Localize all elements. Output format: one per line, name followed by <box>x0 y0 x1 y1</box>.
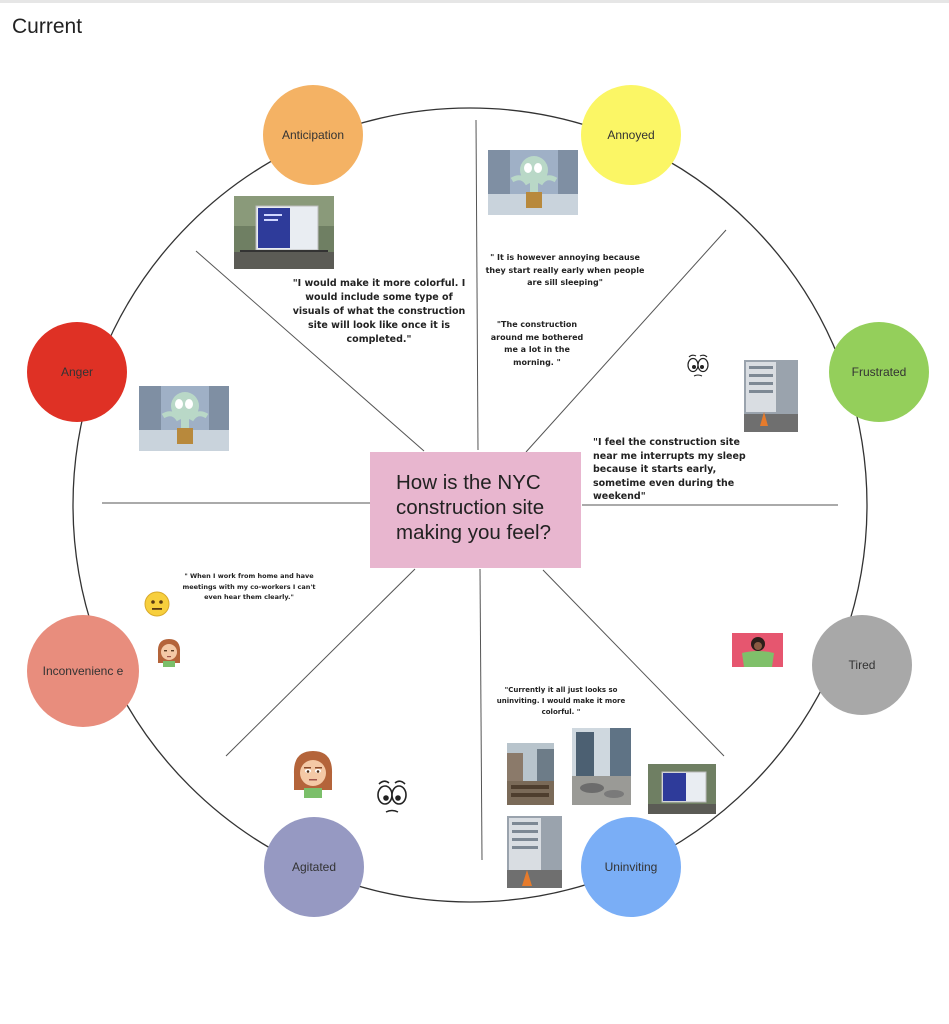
emotion-agitated: Agitated <box>264 817 364 917</box>
emotion-inconvenience: Inconvenienc e <box>27 615 139 727</box>
neutral-face-icon <box>144 591 170 617</box>
emotion-tired: Tired <box>812 615 912 715</box>
emotion-anger: Anger <box>27 322 127 422</box>
spoke-bottom-right <box>542 569 725 757</box>
emotion-label: Annoyed <box>607 128 655 142</box>
quote-uninviting-colorful: "Currently it all just looks so uninviti… <box>496 686 626 716</box>
quote-work-from-home: " When I work from home and have meeting… <box>182 572 316 601</box>
spoke-top <box>475 119 479 451</box>
annoyed-girl-icon <box>290 748 336 798</box>
squidward-cartoon-icon <box>488 150 578 215</box>
spoke-top-right <box>525 229 727 453</box>
emotion-annoyed: Annoyed <box>581 85 681 185</box>
annoyed-girl-icon <box>155 637 183 667</box>
billboard-photo-icon <box>648 764 716 814</box>
construction-street-photo-icon <box>572 728 631 805</box>
construction-street-photo-icon <box>507 816 562 888</box>
page-title: Current <box>12 15 83 38</box>
quote-interrupts-sleep: "I feel the construction site near me in… <box>593 437 746 502</box>
spoke-bottom-left <box>225 568 416 757</box>
construction-street-photo-icon <box>744 360 798 432</box>
spoke-top-left <box>195 250 425 452</box>
billboard-photo-icon <box>234 196 334 269</box>
wheel-outline <box>72 107 868 903</box>
worried-eyes-icon <box>375 778 409 816</box>
emotion-label: Inconvenienc e <box>42 664 124 678</box>
quote-annoying-early: " It is however annoying because they st… <box>485 253 645 287</box>
emotion-anticipation: Anticipation <box>263 85 363 185</box>
emotion-frustrated: Frustrated <box>829 322 929 422</box>
worried-eyes-icon <box>686 353 710 379</box>
emotion-label: Uninviting <box>604 860 658 874</box>
emotion-label: Anger <box>60 365 94 379</box>
spoke-bottom <box>479 568 483 861</box>
quote-colorful-visuals: "I would make it more colorful. I would … <box>292 278 466 345</box>
center-question: How is the NYC construction site making … <box>370 452 581 568</box>
quote-bothered-morning: "The construction around me bothered me … <box>490 320 584 367</box>
shrugging-person-photo-icon <box>732 633 783 667</box>
emotion-label: Anticipation <box>281 128 345 142</box>
emotion-label: Tired <box>848 658 876 672</box>
emotion-label: Frustrated <box>851 365 907 379</box>
construction-street-photo-icon <box>507 743 554 805</box>
emotion-label: Agitated <box>291 860 337 874</box>
top-divider <box>0 0 949 3</box>
emotion-uninviting: Uninviting <box>581 817 681 917</box>
squidward-cartoon-icon <box>139 386 229 451</box>
